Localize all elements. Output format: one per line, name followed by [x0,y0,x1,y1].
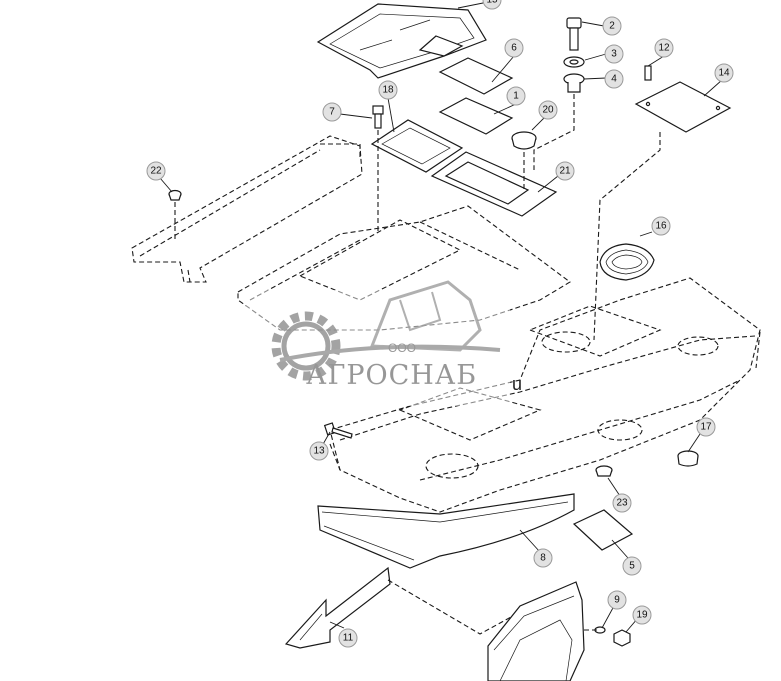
callout-5: 5 [622,556,642,576]
callout-4: 4 [604,69,624,89]
svg-text:23: 23 [616,498,628,509]
callout-18: 18 [378,80,398,100]
part-11-bracket [284,566,391,649]
svg-text:11: 11 [343,633,354,644]
part-20-grommet [511,131,537,150]
svg-text:7: 7 [329,107,335,118]
svg-text:14: 14 [718,68,730,79]
watermark-prefix: ООО [388,341,416,355]
callout-22: 22 [146,161,166,181]
leader-path-plate [593,132,661,341]
callout-1: 1 [506,86,526,106]
svg-text:9: 9 [614,595,620,606]
svg-text:18: 18 [382,85,394,96]
svg-text:13: 13 [313,446,325,457]
part-12-screw [644,65,652,81]
watermark-company-name: АГРОСНАБ [306,360,477,391]
callout-leaders [159,1,723,633]
watermark-logo: ООО АГРОСНАБ [246,280,510,406]
part-7-bolt [372,105,384,129]
part-6-plate [438,57,514,95]
callout-7: 7 [322,102,342,122]
svg-text:6: 6 [511,43,517,54]
svg-text:4: 4 [611,74,617,85]
svg-text:22: 22 [150,166,162,177]
part-5-pad [572,509,634,551]
callout-16: 16 [651,216,671,236]
part-13-bolt [323,422,353,439]
part-3-washer [563,56,585,68]
callout-13: 13 [309,441,329,461]
part-4-bushing [563,73,585,93]
combine-harvester-icon [279,280,501,362]
callout-20: 20 [538,100,558,120]
callout-8: 8 [533,548,553,568]
svg-text:12: 12 [658,43,670,54]
callout-17: 17 [696,417,716,437]
callout-3: 3 [604,44,624,64]
part-15-cover-plate [316,3,487,79]
gear-icon [271,311,341,381]
part-17-cap [677,450,699,467]
lower-side-panel [487,581,585,681]
part-22-plug [168,189,182,201]
callout-11: 11 [338,628,358,648]
dashed-rail-frame [131,135,363,283]
callout-19: 19 [632,605,652,625]
part-1-plate [438,97,514,135]
part-21-frame [430,151,558,217]
part-23-grommet [595,465,613,477]
svg-text:1: 1 [513,91,519,102]
callout-12: 12 [654,38,674,58]
svg-text:5: 5 [629,561,635,572]
stray-mark: u [512,374,522,394]
callout-9: 9 [607,590,627,610]
leader-path-bolt [533,94,575,170]
svg-text:19: 19 [636,610,648,621]
callout-23: 23 [612,493,632,513]
svg-text:3: 3 [611,49,617,60]
svg-text:21: 21 [559,166,571,177]
svg-text:15: 15 [486,0,498,6]
part-2-bolt [566,17,582,51]
callout-21: 21 [555,161,575,181]
part-8-trim [317,493,575,569]
part-16-boot [599,243,655,281]
svg-text:17: 17 [700,422,712,433]
main-floor-panel [329,277,761,513]
callout-6: 6 [504,38,524,58]
callout-2: 2 [602,16,622,36]
callout-14: 14 [714,63,734,83]
part-14-plate [634,81,732,133]
svg-text:8: 8 [540,553,546,564]
dashed-middle-frame [237,205,571,331]
svg-text:20: 20 [542,105,554,116]
svg-text:2: 2 [609,21,615,32]
callout-15: 15 [482,0,502,10]
part-18-plate [370,119,464,173]
part-19-nut [613,629,631,647]
svg-text:16: 16 [655,221,667,232]
